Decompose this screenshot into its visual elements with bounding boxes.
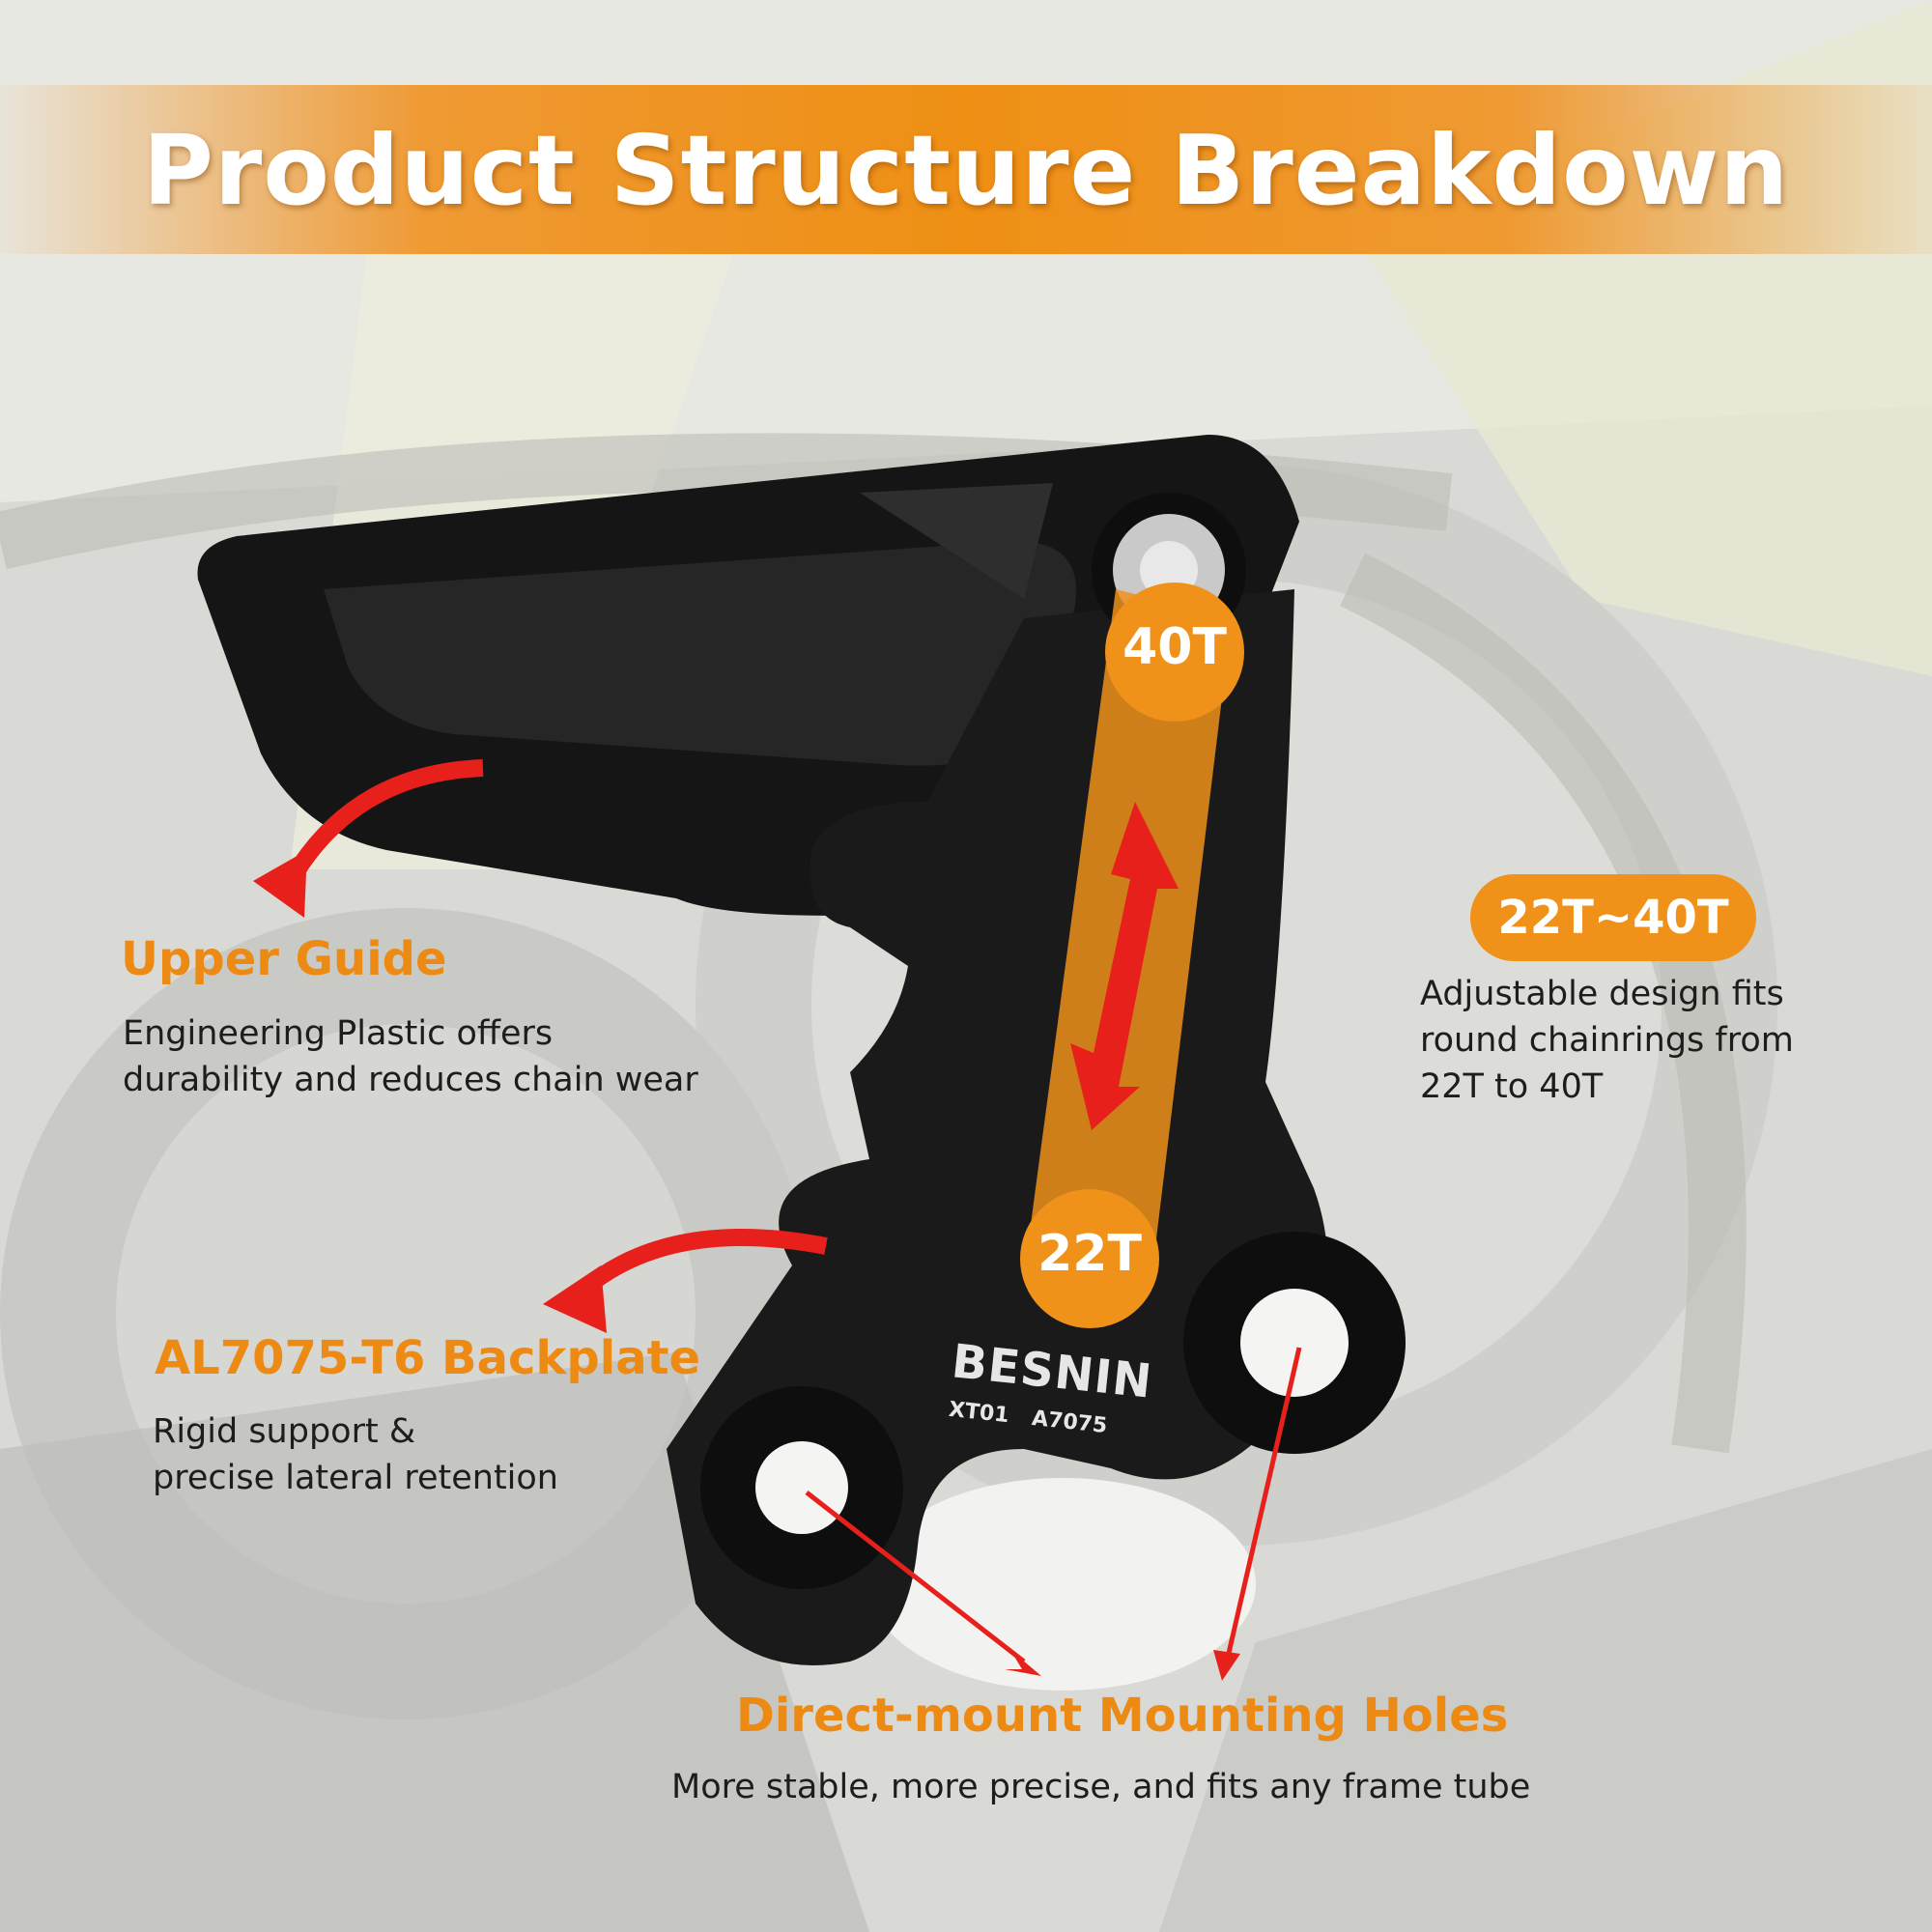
upper-guide-desc-line-1: Engineering Plastic offers <box>123 1014 554 1053</box>
mounting-holes-desc: More stable, more precise, and fits any … <box>671 1768 1531 1806</box>
backplate-heading: AL7075-T6 Backplate <box>155 1331 701 1385</box>
backplate-desc-line-2: precise lateral retention <box>153 1459 558 1497</box>
backplate-desc-line-1: Rigid support & <box>153 1412 416 1451</box>
slot-top-label: 40T <box>1122 618 1227 676</box>
upper-guide-heading: Upper Guide <box>121 932 447 986</box>
range-desc-line-1: Adjustable design fits <box>1420 975 1784 1013</box>
title-banner <box>0 85 1932 254</box>
slot-bottom-label: 22T <box>1037 1225 1142 1283</box>
page-title: Product Structure Breakdown <box>142 114 1790 227</box>
range-desc-line-2: round chainrings from <box>1420 1021 1794 1060</box>
range-badge: 22T~40T <box>1470 874 1756 961</box>
range-desc-line-3: 22T to 40T <box>1420 1067 1604 1106</box>
upper-guide-desc-line-2: durability and reduces chain wear <box>123 1061 698 1099</box>
mounting-holes-heading: Direct-mount Mounting Holes <box>736 1689 1509 1743</box>
